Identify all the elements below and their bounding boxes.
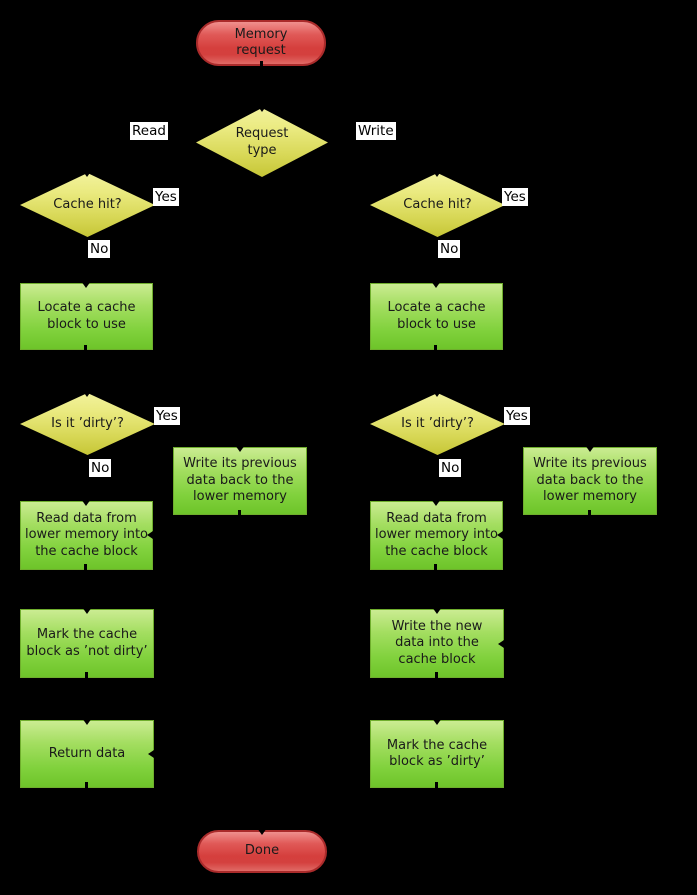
terminal-memory-request: Memory request <box>196 20 326 66</box>
connector-stub <box>434 564 437 570</box>
process-return-data: Return data <box>20 720 154 788</box>
decision-is-dirty-read: Is it ’dirty’? <box>20 393 155 455</box>
arrowhead-down-icon <box>432 607 442 614</box>
process-write-back-write: Write its previous data back to the lowe… <box>523 447 657 515</box>
edge-label-yes-dirty-read: Yes <box>154 407 180 425</box>
edge-label-no-dirty-read: No <box>89 459 112 477</box>
connector-stub <box>85 782 88 788</box>
arrowhead-down-icon <box>431 281 441 288</box>
edge-label-read: Read <box>130 122 168 140</box>
arrowhead-down-icon <box>257 105 267 112</box>
arrowhead-down-icon <box>585 445 595 452</box>
arrowhead-down-icon <box>82 607 92 614</box>
arrowhead-down-icon <box>257 828 267 835</box>
edge-label-no-dirty-write: No <box>439 459 462 477</box>
connector-stub <box>238 510 241 516</box>
connector-stub <box>435 782 438 788</box>
decision-cache-hit-read: Cache hit? <box>20 173 155 237</box>
connector-stub <box>435 672 438 678</box>
edge-label-yes-cache-hit-read: Yes <box>153 188 179 206</box>
arrowhead-down-icon <box>432 170 442 177</box>
arrowhead-down-icon <box>431 499 441 506</box>
arrowhead-left-icon <box>147 531 153 539</box>
process-mark-dirty: Mark the cache block as ’dirty’ <box>370 720 504 788</box>
arrowhead-down-icon <box>81 281 91 288</box>
process-read-data-write: Read data from lower memory into the cac… <box>370 501 503 570</box>
decision-cache-hit-write: Cache hit? <box>370 173 505 237</box>
arrowhead-left-icon <box>497 531 503 539</box>
arrowhead-down-icon <box>82 718 92 725</box>
process-locate-block-write: Locate a cache block to use <box>370 283 503 350</box>
connector-stub <box>588 510 591 516</box>
arrowhead-down-icon <box>81 499 91 506</box>
process-read-data-read: Read data from lower memory into the cac… <box>20 501 153 570</box>
edge-label-yes-cache-hit-write: Yes <box>502 188 528 206</box>
edge-label-write: Write <box>356 122 396 140</box>
arrowhead-down-icon <box>432 718 442 725</box>
arrowhead-down-icon <box>432 390 442 397</box>
decision-request-type: Request type <box>196 108 328 177</box>
terminal-done: Done <box>197 830 327 873</box>
edge-label-no-cache-hit-read: No <box>88 240 111 258</box>
process-write-back-read: Write its previous data back to the lowe… <box>173 447 307 515</box>
process-locate-block-read: Locate a cache block to use <box>20 283 153 350</box>
arrowhead-left-icon <box>498 640 504 648</box>
connector-stub <box>260 61 263 67</box>
process-mark-not-dirty: Mark the cache block as ’not dirty’ <box>20 609 154 678</box>
arrowhead-down-icon <box>82 390 92 397</box>
connector-stub <box>84 345 87 351</box>
connector-stub <box>84 564 87 570</box>
arrowhead-down-icon <box>235 445 245 452</box>
process-write-new-data: Write the new data into the cache block <box>370 609 504 678</box>
arrowhead-down-icon <box>82 170 92 177</box>
connector-stub <box>85 672 88 678</box>
connector-stub <box>434 345 437 351</box>
edge-label-no-cache-hit-write: No <box>438 240 461 258</box>
edge-label-yes-dirty-write: Yes <box>504 407 530 425</box>
decision-is-dirty-write: Is it ’dirty’? <box>370 393 505 455</box>
arrowhead-left-icon <box>148 750 154 758</box>
